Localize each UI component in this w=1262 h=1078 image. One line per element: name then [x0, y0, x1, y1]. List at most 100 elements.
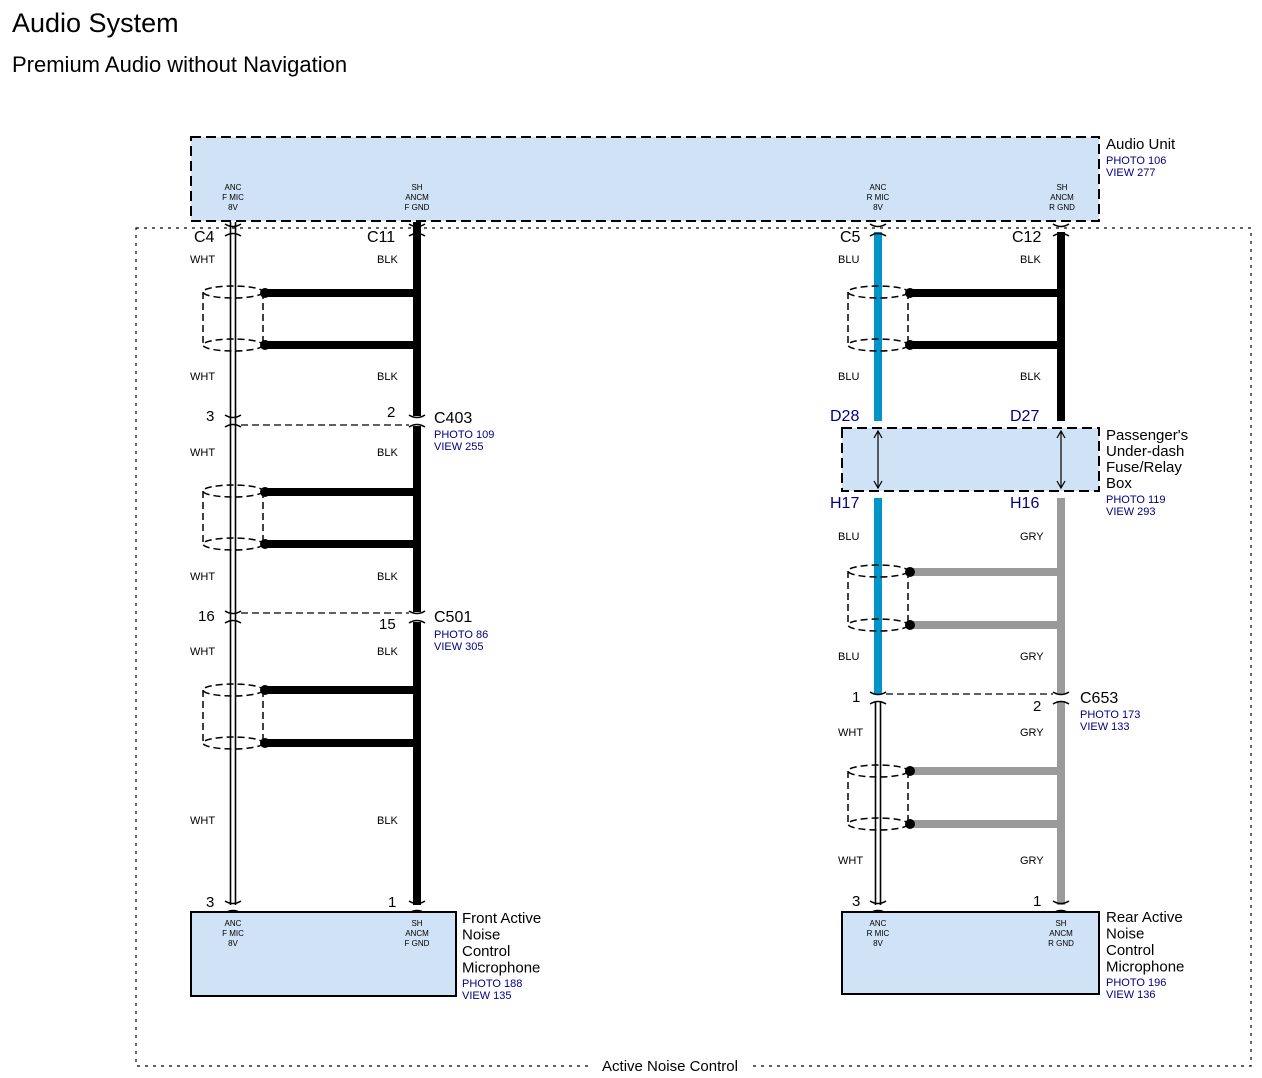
front-shield-drain-dot-bottom: [260, 539, 270, 549]
front-wire-color-label: BLK: [377, 371, 398, 383]
rear-wire-color-label: WHT: [838, 727, 863, 739]
fuse-box-d28: D28: [830, 408, 859, 425]
front-shield-bottom: [202, 736, 264, 750]
rear-shield-drain: [910, 289, 1065, 349]
audio-unit-view: VIEW 277: [1106, 167, 1156, 179]
front-wire-color-label: WHT: [190, 447, 215, 459]
c403-conn-right-bottom: [408, 423, 426, 428]
rear-mic-conn-top: [1052, 900, 1070, 905]
rear-shield: [847, 285, 909, 352]
front-wire-color-label: WHT: [190, 815, 215, 827]
c501-conn-left-bottom: [224, 619, 242, 624]
front-mic-conn-top: [224, 900, 242, 905]
rear-shield-drain-dot-bottom: [905, 620, 915, 630]
front-wire-color-label: BLK: [377, 254, 398, 266]
rear-wire-color-label: GRY: [1020, 651, 1044, 663]
connector-c4: C4: [194, 229, 215, 246]
c403-pin-right: 2: [387, 404, 395, 421]
rear-shield-drain-dot-bottom: [905, 340, 915, 350]
c403-view: VIEW 255: [434, 441, 484, 453]
c403-photo: PHOTO 109: [434, 429, 494, 441]
front-audio-conn-top: [408, 223, 426, 228]
page-title: Audio System: [12, 8, 179, 38]
audio-unit-label: Audio Unit: [1106, 136, 1176, 153]
c653-conn-left-bottom: [869, 700, 887, 705]
front-shield-drain: [265, 686, 421, 747]
connector-c11: C11: [367, 229, 395, 246]
fuse-box: [841, 427, 1100, 492]
front-wire-color-label: WHT: [190, 646, 215, 658]
rear-wire-color-label: GRY: [1020, 855, 1044, 867]
fuse-box-arrow-up: [1056, 429, 1066, 439]
front-mic-pin-left: 3: [206, 894, 214, 911]
front-wire-color-label: BLK: [377, 571, 398, 583]
fuse-box-d27: D27: [1010, 408, 1039, 425]
c501-conn-left-top: [224, 610, 242, 615]
front-mic-view: VIEW 135: [462, 990, 512, 1002]
rear-wire-color-label: GRY: [1020, 531, 1044, 543]
front-shield: [202, 683, 264, 750]
rear-wire-color-label: BLU: [838, 531, 859, 543]
c501-conn-right-top: [408, 610, 426, 615]
rear-audio-conn-top: [1052, 223, 1070, 228]
rear-shield-top: [847, 764, 909, 778]
front-mic-pin-right: 1: [388, 894, 396, 911]
rear-wire-color-label: BLK: [1020, 371, 1041, 383]
c501-view: VIEW 305: [434, 641, 484, 653]
rear-audio-conn-bottom: [869, 232, 887, 237]
c501-photo: PHOTO 86: [434, 629, 488, 641]
fuse-box-arrow-up: [873, 429, 883, 439]
fuse-box-arrow-down: [873, 480, 883, 490]
rear-shield-drain: [910, 767, 1065, 828]
front-audio-conn-bottom: [224, 232, 242, 237]
c501-pin-right: 15: [379, 616, 396, 633]
front-mic-photo: PHOTO 188: [462, 978, 522, 990]
front-audio-conn-bottom: [408, 232, 426, 237]
enclosure-label: Active Noise Control: [602, 1058, 738, 1075]
front-wire-color-label: WHT: [190, 571, 215, 583]
rear-mic-box: [841, 911, 1100, 995]
rear-shield-bottom: [847, 618, 909, 632]
front-shield-drain-dot-bottom: [260, 738, 270, 748]
front-wire-color-label: BLK: [377, 646, 398, 658]
front-wire-color-label: WHT: [190, 254, 215, 266]
rear-mic-conn-top: [869, 900, 887, 905]
rear-shield-drain-dot-bottom: [905, 819, 915, 829]
c501-pin-left: 16: [198, 608, 215, 625]
rear-mic-pin-right: 1: [1033, 893, 1041, 910]
fuse-box-arrow-down: [1056, 480, 1066, 490]
fuse-box-view: VIEW 293: [1106, 506, 1156, 518]
c403-conn-right-top: [408, 414, 426, 419]
rear-audio-conn-bottom: [1052, 232, 1070, 237]
front-wire-color-label: WHT: [190, 371, 215, 383]
rear-wire-color-label: WHT: [838, 855, 863, 867]
front-shield-bottom: [202, 338, 264, 352]
c653-conn-left-top: [869, 691, 887, 696]
front-shield: [202, 285, 264, 352]
rear-shield-bottom: [847, 817, 909, 831]
c653-conn-right-bottom: [1052, 700, 1070, 705]
fuse-box-h17: H17: [830, 495, 859, 512]
enclosure-label-mask: [592, 1056, 748, 1076]
rear-audio-conn-top: [869, 223, 887, 228]
rear-mic-photo: PHOTO 196: [1106, 977, 1166, 989]
front-shield-top: [202, 484, 264, 498]
front-shield-drain-dot-bottom: [260, 340, 270, 350]
connector-c12: C12: [1012, 229, 1041, 246]
rear-wire-color-label: GRY: [1020, 727, 1044, 739]
front-shield: [202, 484, 264, 551]
fuse-box-h16: H16: [1010, 495, 1039, 512]
c653-label: C653: [1080, 690, 1118, 707]
c403-pin-left: 3: [206, 408, 214, 425]
rear-wire-color-label: BLU: [838, 371, 859, 383]
